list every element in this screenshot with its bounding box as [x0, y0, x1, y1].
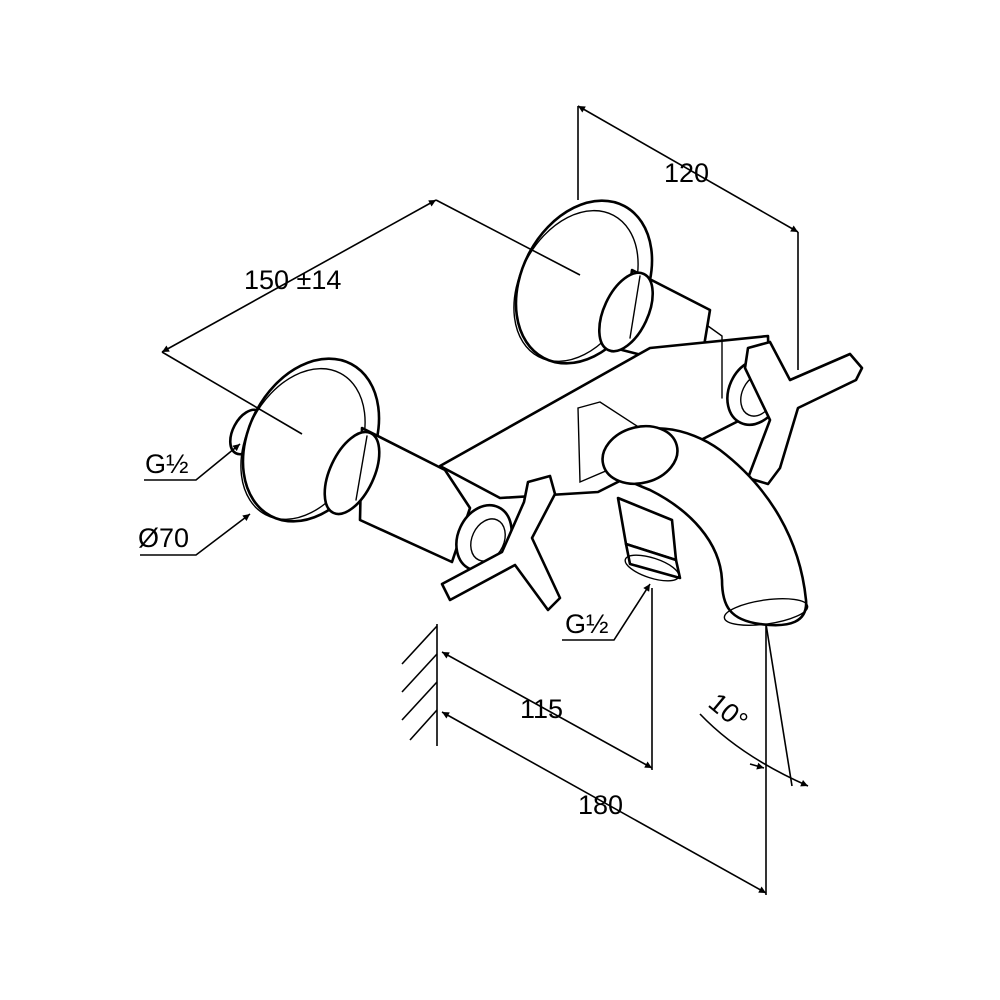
leader-outlet-thread [562, 583, 651, 641]
label-150: 150 ±14 [244, 265, 341, 295]
spout [601, 424, 809, 627]
dimension-120 [577, 105, 799, 370]
dimension-150 [161, 199, 581, 435]
wall-symbol [401, 624, 438, 746]
left-handle [440, 474, 562, 612]
dimension-115 [441, 588, 653, 770]
dimension-180 [441, 624, 767, 895]
label-115: 115 [520, 694, 563, 724]
connector-left [323, 426, 472, 564]
leader-rosette-diameter [140, 513, 251, 556]
right-handle [726, 340, 864, 486]
label-outlet-thread: G½ [565, 609, 609, 639]
label-rosette-diameter: Ø70 [138, 523, 189, 553]
label-inlet-thread: G½ [145, 449, 189, 479]
label-180: 180 [578, 790, 623, 820]
outlet-fitting [616, 496, 682, 582]
label-angle: 10° [703, 687, 754, 736]
label-120: 120 [664, 158, 709, 188]
dimension-angle [699, 623, 809, 787]
leader-inlet-thread [144, 443, 241, 481]
